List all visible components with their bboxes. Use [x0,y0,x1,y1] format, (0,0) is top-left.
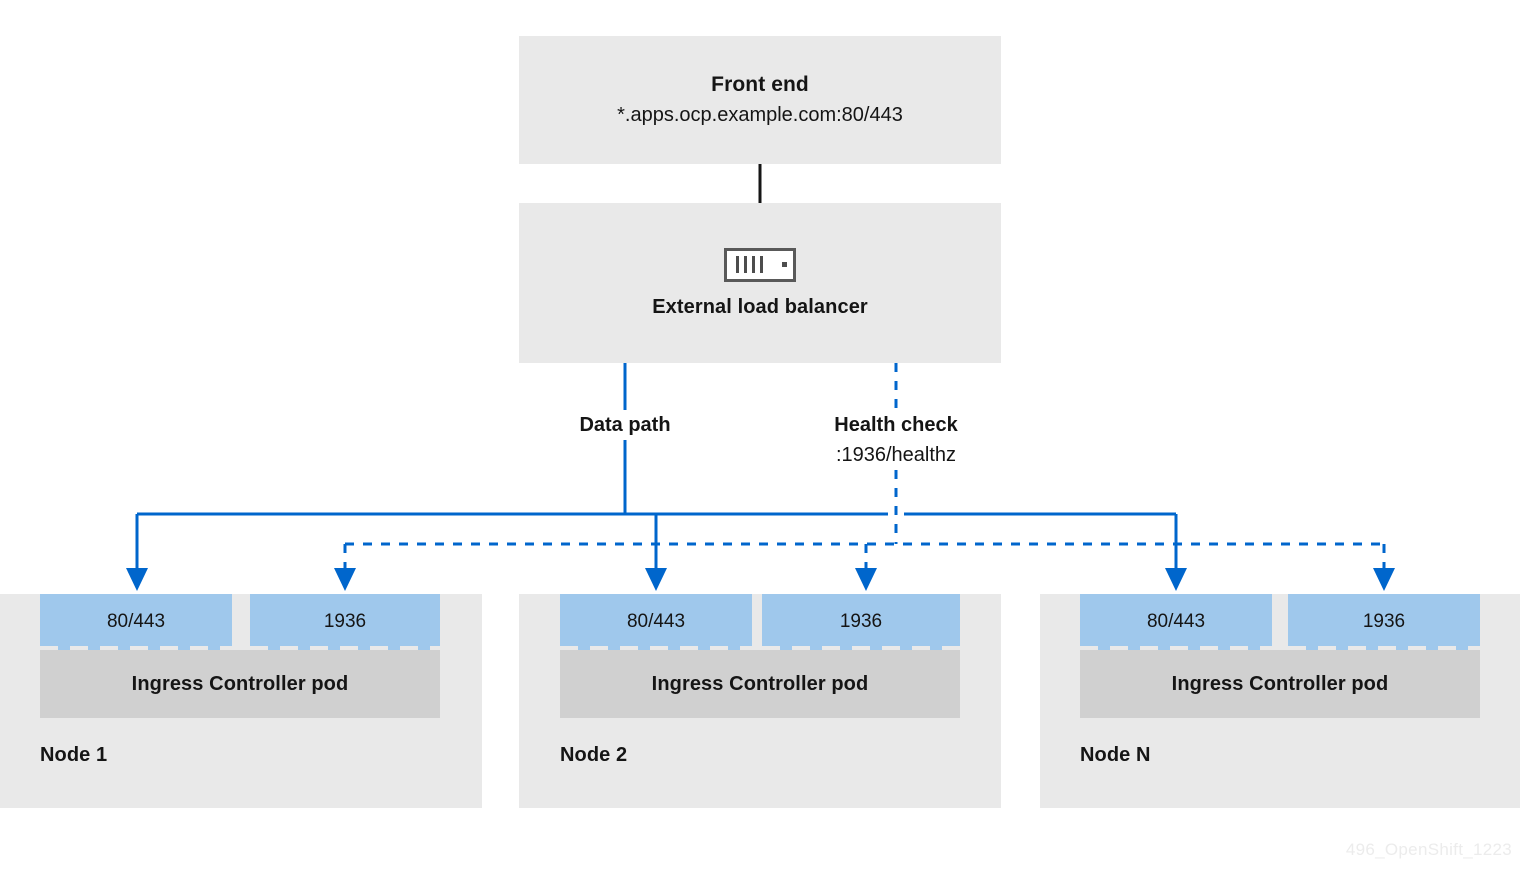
server-rack-indicator-dot [782,262,787,267]
frontend-card: Front end *.apps.ocp.example.com:80/443 [519,36,1001,164]
arrow-healthcheck-node3 [1373,568,1395,591]
node-name-label: Node 1 [40,744,108,766]
watermark-label: 496_OpenShift_1223 [1345,840,1512,859]
arrow-datapath-node1 [126,568,148,591]
arrow-datapath-node3 [1165,568,1187,591]
port-box-health: 1936 [762,594,960,650]
port-box-data: 80/443 [1080,594,1272,650]
arrow-healthcheck-node1 [334,568,356,591]
server-rack-icon [724,247,796,282]
frontend-title: Front end [711,73,809,96]
ingress-controller-pod: Ingress Controller pod [40,650,440,718]
node-card-1: 80/443 1936 Ingress Controller pod Node … [0,594,482,808]
health-check-port-path: :1936/healthz [835,444,957,466]
load-balancer-label: External load balancer [652,295,868,318]
server-rack-bars [736,256,763,273]
health-check-title: Health check [834,414,958,436]
arrow-datapath-node2 [645,568,667,591]
arrow-healthcheck-node2 [855,568,877,591]
node-name-label: Node N [1080,744,1151,766]
node-card-n: 80/443 1936 Ingress Controller pod Node … [1040,594,1520,808]
frontend-hostname: *.apps.ocp.example.com:80/443 [617,104,903,126]
load-balancer-card: External load balancer [519,203,1001,363]
port-box-health: 1936 [1288,594,1480,650]
ingress-controller-pod: Ingress Controller pod [560,650,960,718]
node-name-label: Node 2 [560,744,628,766]
health-check-label: Health check :1936/healthz [796,410,996,470]
node-card-2: 80/443 1936 Ingress Controller pod Node … [519,594,1001,808]
ingress-controller-pod: Ingress Controller pod [1080,650,1480,718]
port-box-data: 80/443 [560,594,752,650]
port-box-health: 1936 [250,594,440,650]
data-path-label: Data path [525,410,725,440]
port-box-data: 80/443 [40,594,232,650]
